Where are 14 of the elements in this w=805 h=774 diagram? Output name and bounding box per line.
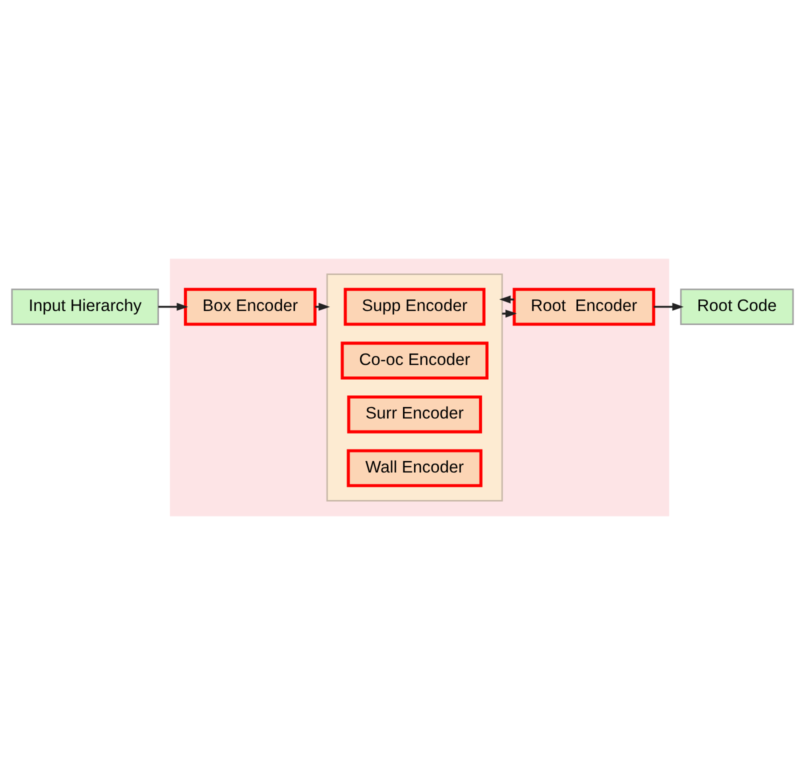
arrow bbox=[158, 302, 188, 310]
node-box: Wall Encoder bbox=[346, 448, 482, 487]
arrow bbox=[315, 302, 330, 310]
node-box: Root Encoder bbox=[512, 287, 656, 326]
arrow bbox=[654, 302, 684, 310]
cluster bbox=[170, 258, 670, 516]
node-box: Root Code bbox=[680, 288, 794, 324]
arrow bbox=[499, 295, 514, 303]
node-box: Supp Encoder bbox=[344, 287, 486, 326]
node-box: Surr Encoder bbox=[347, 394, 482, 433]
node-box: Co-oc Encoder bbox=[340, 341, 488, 380]
cluster bbox=[326, 272, 503, 502]
node-box: Box Encoder bbox=[184, 287, 317, 326]
node-box: Input Hierarchy bbox=[11, 288, 159, 324]
